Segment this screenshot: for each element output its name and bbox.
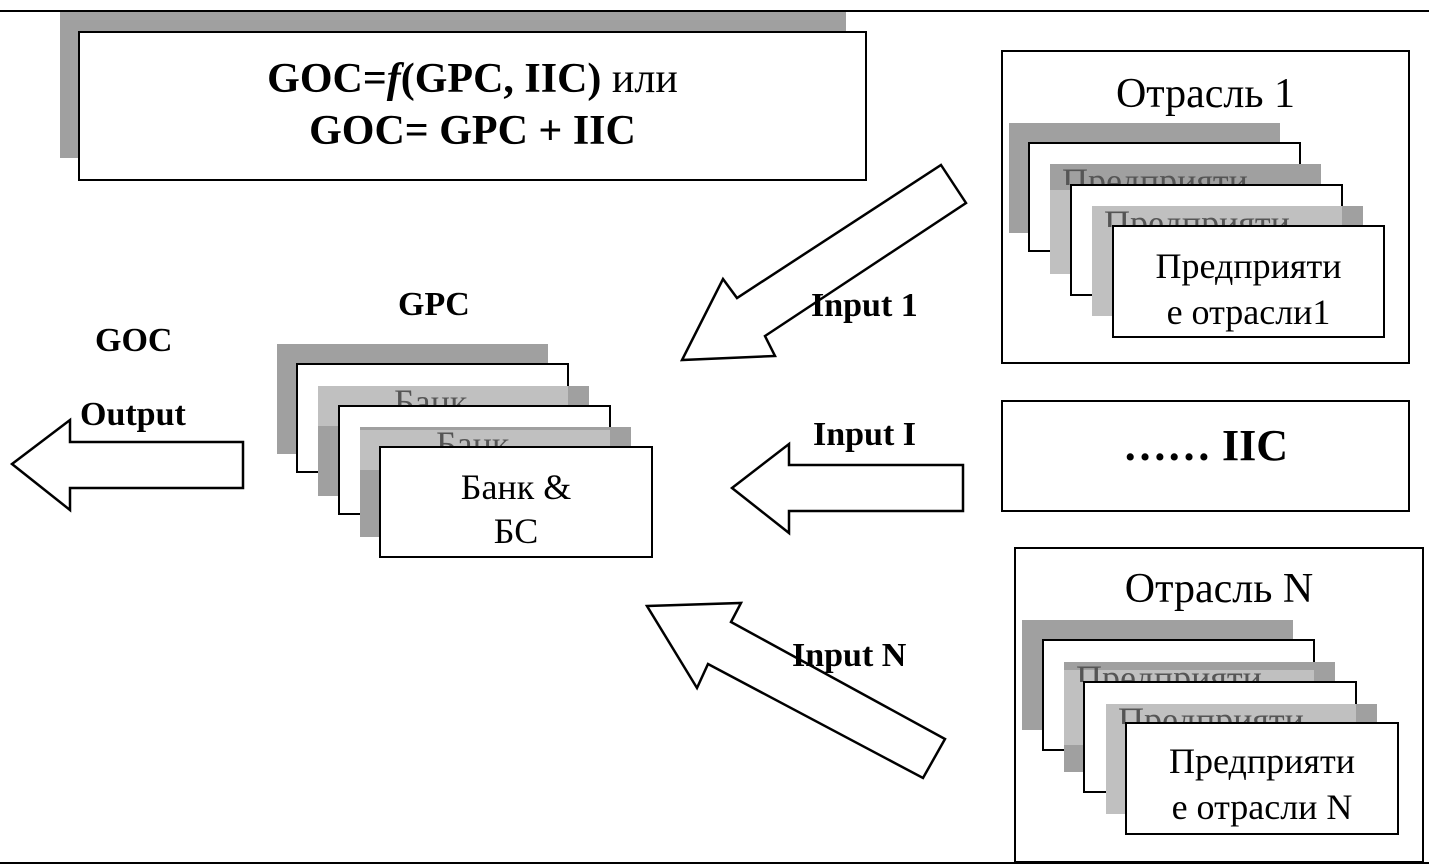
gpc-card-line-2: БС <box>493 511 539 551</box>
industry-n-ghost-label-2: Предприяти <box>1118 702 1304 724</box>
industry-1-card-front: Предприяти е отрасли1 <box>1112 225 1385 338</box>
industry-n-title: Отрасль N <box>1124 566 1314 612</box>
industry-1-title: Отрасль 1 <box>1115 71 1296 117</box>
gpc-ghost-label-1: Банк <box>394 384 468 405</box>
goc-label: GOC <box>95 322 173 359</box>
industry-n-card-front: Предприяти е отрасли N <box>1125 722 1399 835</box>
output-label: Output <box>80 396 186 433</box>
formula-or: или <box>601 56 678 102</box>
input-n-arrow-icon <box>644 601 947 780</box>
top-rule <box>0 10 1429 12</box>
output-arrow-icon <box>9 417 245 513</box>
industry-1-ghost-label-1: Предприяти <box>1062 163 1248 185</box>
input-i-arrow-icon <box>729 441 965 536</box>
formula-goc: GOC= <box>267 56 387 102</box>
industry-n-card-line-2: е отрасли N <box>1171 787 1353 827</box>
gpc-ghost-label-2: Банк <box>436 426 510 447</box>
formula-line-1: GOC=f(GPC, IIC) или <box>80 53 865 105</box>
industry-n-ghost-label-1: Предприяти <box>1076 660 1262 682</box>
formula-line-2: GOC= GPC + IIC <box>309 108 636 154</box>
bottom-rule <box>0 862 1429 864</box>
formula-card: GOC=f(GPC, IIC) или GOC= GPC + IIC <box>78 31 867 181</box>
formula-function-symbol: f <box>386 56 401 102</box>
formula-args: (GPC, IIC) <box>400 56 602 102</box>
industry-1-card-line-2: е отрасли1 <box>1166 292 1331 332</box>
input-i-label: Input I <box>813 416 917 453</box>
input-n-label: Input N <box>792 637 907 674</box>
industry-1-card-line-1: Предприяти <box>1155 246 1342 286</box>
iic-label: …… IIC <box>1122 421 1289 470</box>
gpc-card-front: Банк & БС <box>379 446 653 558</box>
industry-1-ghost-label-2: Предприяти <box>1104 205 1290 227</box>
input-1-arrow-icon <box>679 163 968 362</box>
iic-box: …… IIC <box>1001 400 1410 512</box>
input-1-label: Input 1 <box>811 287 918 324</box>
industry-n-card-line-1: Предприяти <box>1169 741 1355 781</box>
gpc-title: GPC <box>398 286 470 323</box>
gpc-card-line-1: Банк & <box>460 467 572 507</box>
